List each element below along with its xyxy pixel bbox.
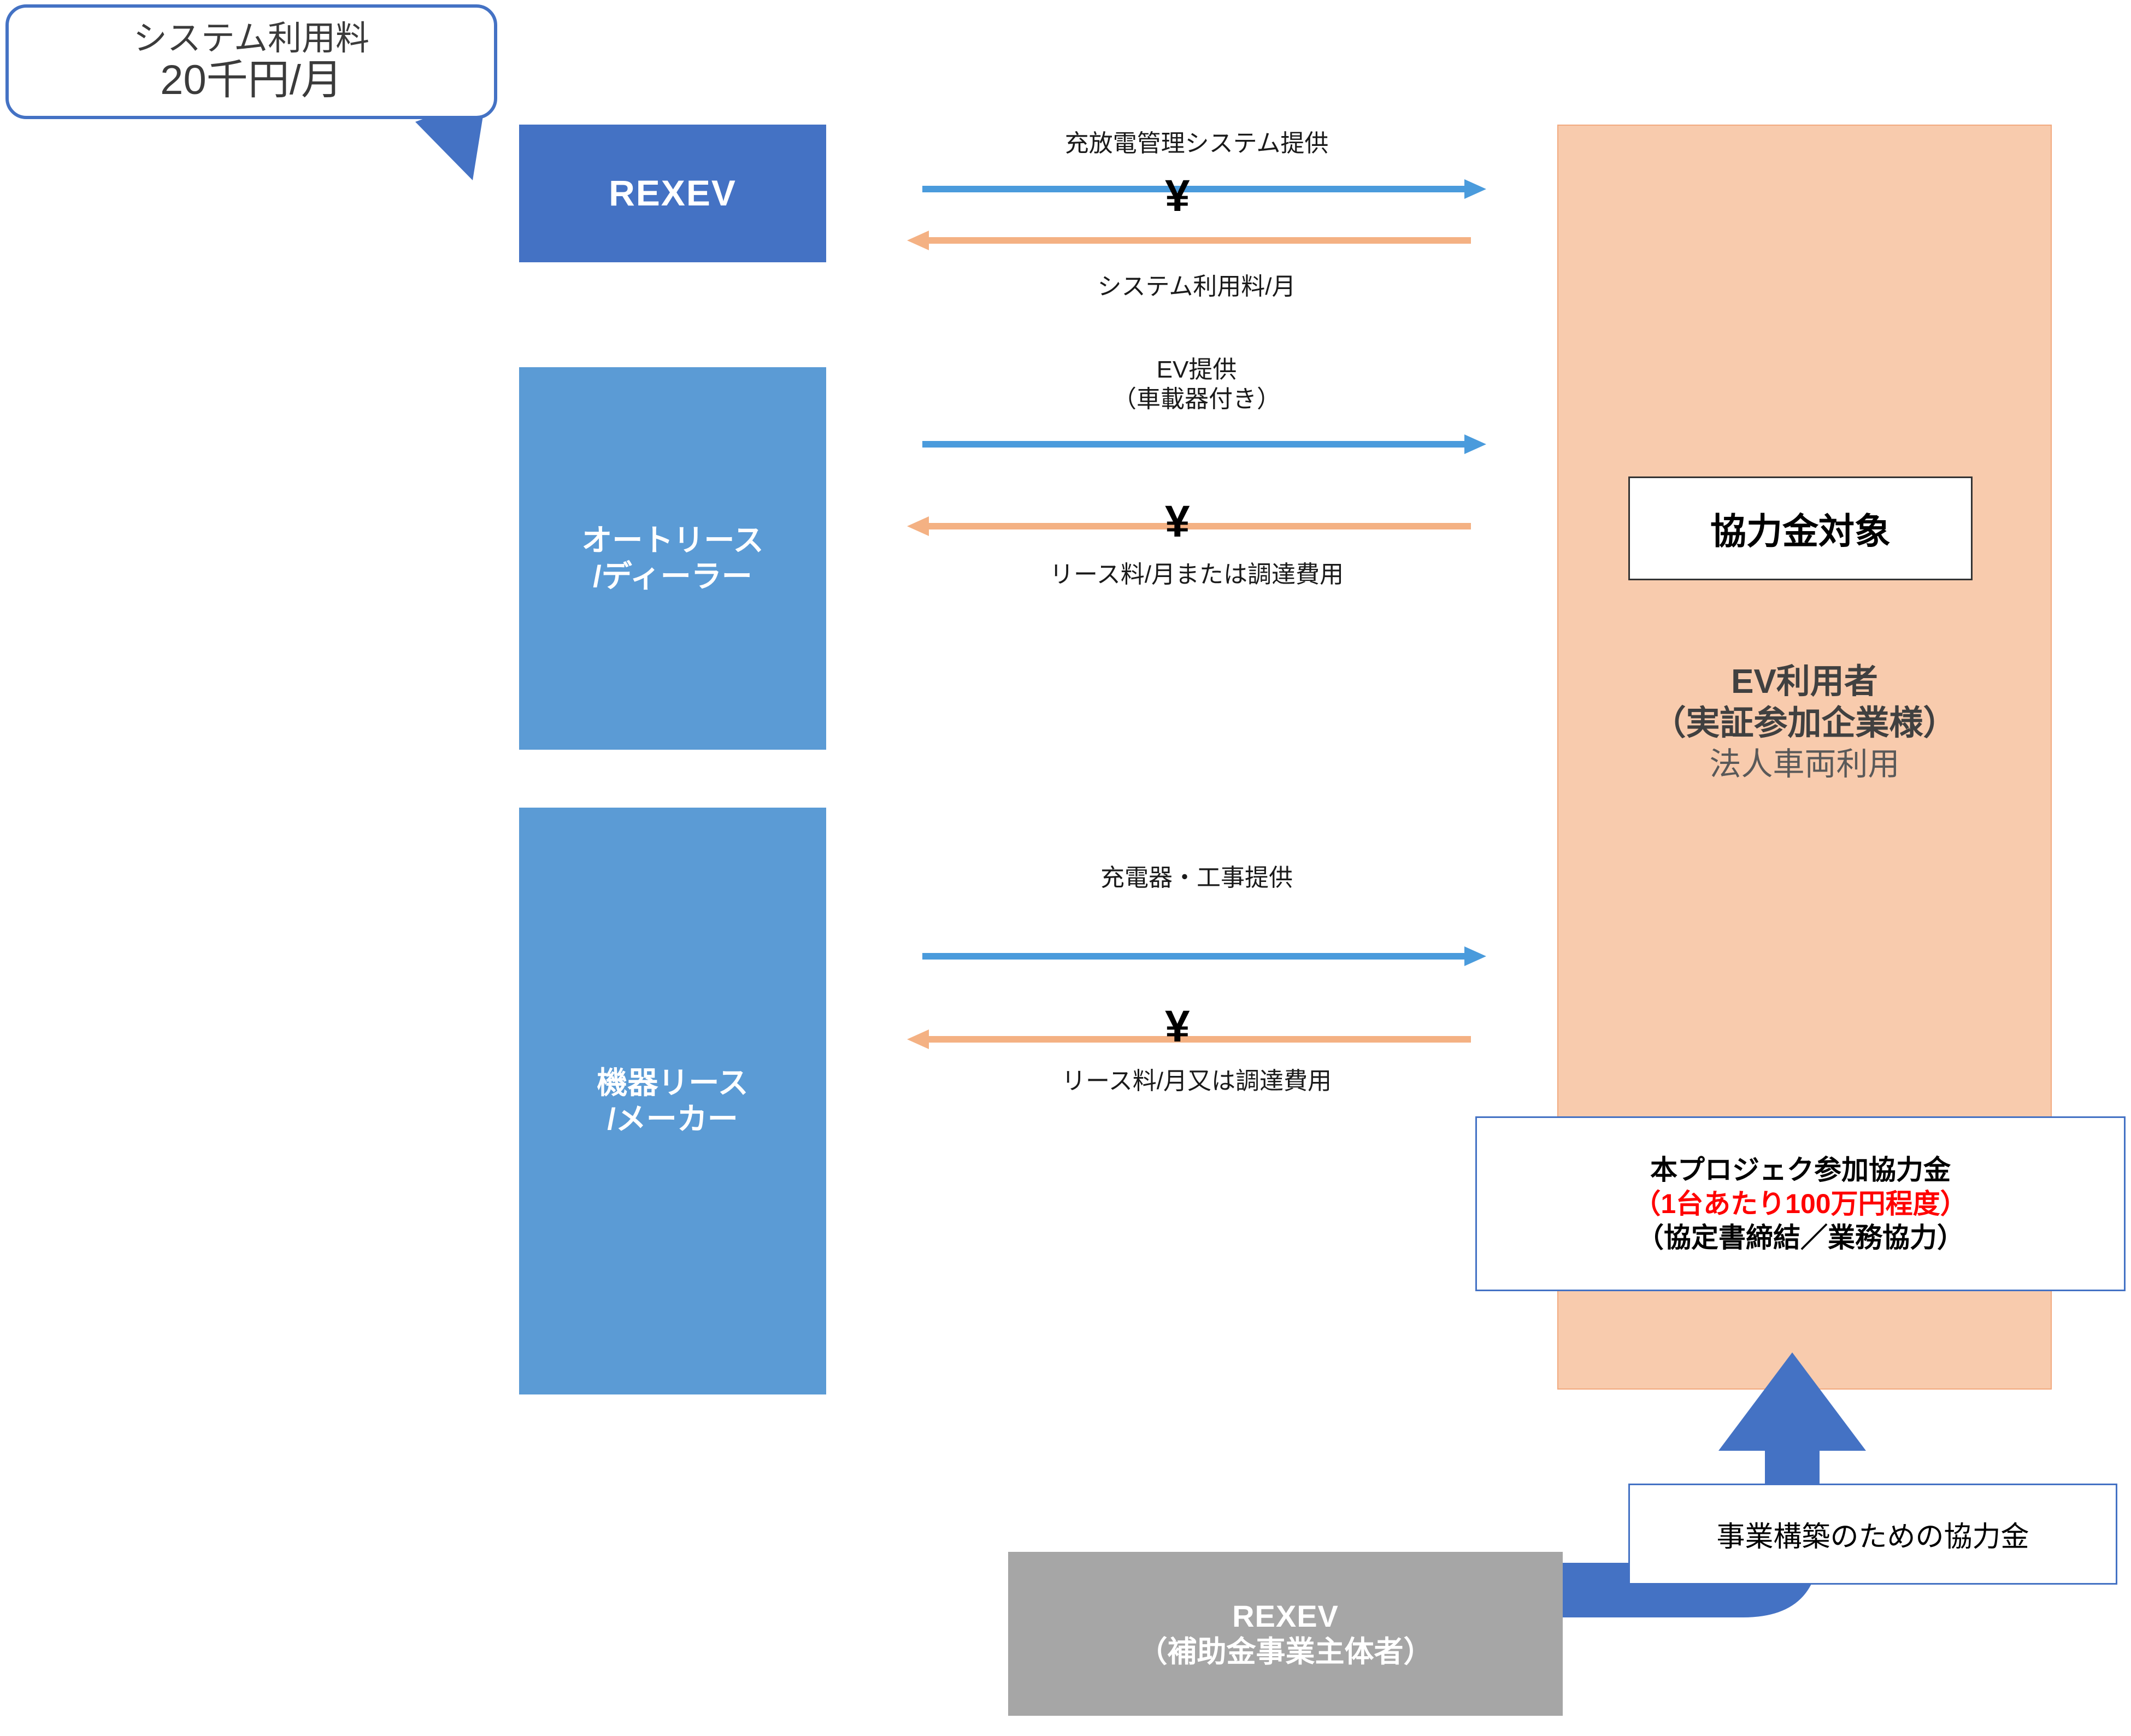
party-label-equipment-1: 機器リース — [597, 1065, 749, 1100]
flow-2-forward-arrow — [922, 434, 1486, 455]
business-cooperation-box: 事業構築のための協力金 — [1628, 1484, 2117, 1585]
contribution-line-2: （1台あたり100万円程度） — [1633, 1188, 1968, 1219]
participation-contribution-box: 本プロジェク参加協力金 （1台あたり100万円程度） （協定書締結／業務協力） — [1475, 1116, 2126, 1291]
flow-group-3: 充電器・工事提供 リース料/月又は調達費用 — [896, 863, 1497, 1096]
party-label-rexev: REXEV — [609, 173, 737, 214]
flow-2-return-caption: リース料/月または調達費用 — [1049, 561, 1344, 589]
subsidy-operator-label-1: REXEV — [1232, 1599, 1339, 1633]
subsidy-operator-label-2: （補助金事業主体者） — [1138, 1635, 1433, 1669]
flow-group-1: 充放電管理システム提供 システム利用料/月 — [896, 129, 1497, 301]
flow-2-forward-caption: EV提供 — [1156, 356, 1237, 383]
flow-1-return-arrow — [907, 230, 1471, 250]
subsidy-target-label: 協力金対象 — [1710, 511, 1891, 551]
callout-line-1: システム利用料 — [133, 20, 370, 58]
flow-3-forward-arrow — [922, 946, 1486, 966]
flow-3-yen-icon: ¥ — [1165, 1002, 1190, 1051]
callout-line-2: 20千円/月 — [160, 57, 343, 104]
flow-group-2: EV提供 （車載器付き） リース料/月または調達費用 — [896, 355, 1497, 590]
party-label-autolease-2: /ディーラー — [593, 559, 752, 593]
system-fee-callout: システム利用料 20千円/月 — [5, 4, 497, 119]
flow-1-forward-arrow — [922, 179, 1486, 199]
flow-1-yen-icon: ¥ — [1165, 171, 1190, 221]
ev-user-title-2: （実証参加企業様） — [1652, 704, 1957, 742]
business-cooperation-label: 事業構築のための協力金 — [1716, 1521, 2029, 1553]
party-box-subsidy-operator[interactable]: REXEV （補助金事業主体者） — [1008, 1552, 1563, 1716]
flow-3-return-arrow — [907, 1029, 1471, 1049]
flow-2-return-arrow — [907, 516, 1471, 537]
contribution-line-1: 本プロジェク参加協力金 — [1650, 1155, 1951, 1185]
contribution-line-3: （協定書締結／業務協力） — [1636, 1222, 1964, 1253]
ev-user-subtitle: 法人車両利用 — [1709, 746, 1900, 782]
ev-user-title-1: EV利用者 — [1731, 663, 1878, 701]
party-box-rexev[interactable]: REXEV — [519, 125, 826, 262]
cooperation-bent-arrow-icon — [1563, 1352, 1866, 1688]
party-box-autolease[interactable]: オートリース /ディーラー — [519, 367, 826, 750]
subsidy-target-badge: 協力金対象 — [1628, 476, 1973, 580]
flow-2-yen-icon: ¥ — [1165, 497, 1190, 546]
flow-1-return-caption: システム利用料/月 — [1097, 273, 1296, 300]
flow-2-forward-caption-2: （車載器付き） — [1112, 385, 1281, 413]
flow-1-forward-caption: 充放電管理システム提供 — [1064, 130, 1329, 157]
flow-3-forward-caption: 充電器・工事提供 — [1100, 864, 1293, 891]
flow-3-return-caption: リース料/月又は調達費用 — [1061, 1067, 1332, 1094]
party-label-autolease-1: オートリース — [581, 522, 764, 557]
party-label-equipment-2: /メーカー — [607, 1102, 738, 1136]
party-box-equipment[interactable]: 機器リース /メーカー — [519, 808, 826, 1394]
ev-user-label-block: EV利用者 （実証参加企業様） 法人車両利用 — [1557, 661, 2052, 785]
